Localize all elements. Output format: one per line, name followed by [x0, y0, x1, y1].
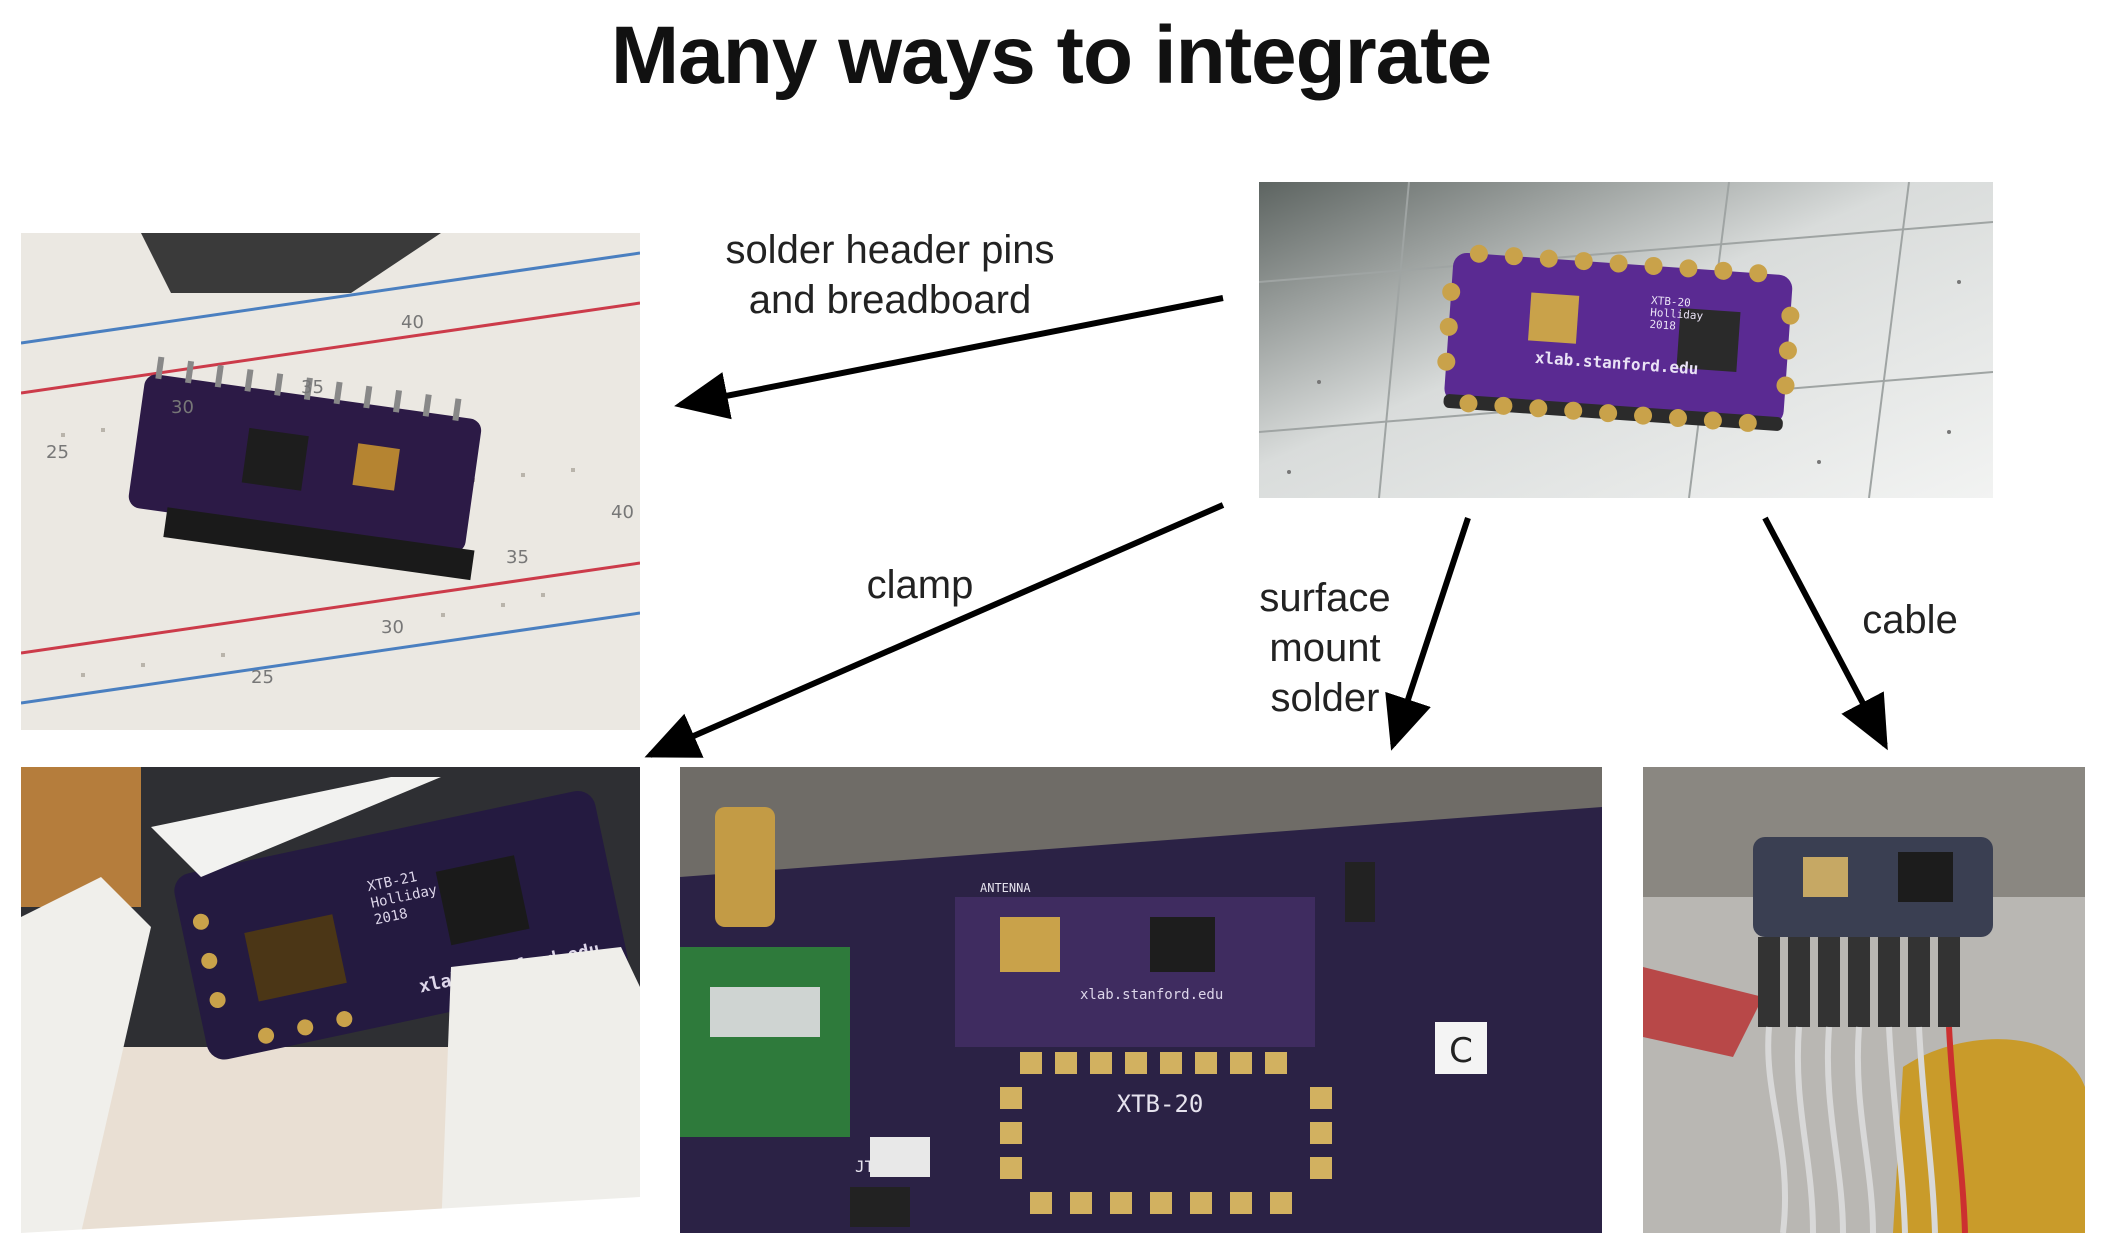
- source-board-year: 2018: [1649, 318, 1676, 333]
- breadboard-number: 25: [46, 442, 69, 463]
- smt-board-url: xlab.stanford.edu: [1080, 987, 1223, 1003]
- label-line: solder header pins: [725, 228, 1055, 272]
- label-line: and breadboard: [748, 278, 1032, 322]
- breadboard-number: 40: [401, 312, 424, 333]
- slide-title: Many ways to integrate: [610, 10, 1492, 101]
- label-line: solder: [1270, 676, 1380, 720]
- breadboard-number: 30: [381, 617, 404, 638]
- source-board-photo: xlab.stanford.edu XTB-20 Holliday 2018: [1259, 182, 1993, 498]
- label-line: clamp: [866, 563, 974, 607]
- breadboard-number: 35: [506, 547, 529, 568]
- label-line: mount: [1269, 626, 1381, 670]
- label-clamp: clamp: [840, 560, 1000, 610]
- breadboard-number: 30: [171, 397, 194, 418]
- source-board-model: XTB-20: [1651, 294, 1692, 310]
- smt-pcb-label: XTB-20: [1117, 1090, 1204, 1118]
- breadboard-number: 25: [251, 667, 274, 688]
- surface-mount-photo: xlab.stanford.edu XTB-20 JTAG ANTENNA C: [680, 767, 1602, 1233]
- breadboard-photo: 25 30 35 40 25 30 35 40: [21, 233, 640, 730]
- breadboard-number: 35: [301, 377, 324, 398]
- smt-c-label: C: [1449, 1031, 1473, 1071]
- cable-photo: [1643, 767, 2085, 1233]
- label-line: cable: [1862, 598, 1958, 642]
- smt-antenna-label: ANTENNA: [980, 881, 1031, 895]
- source-board-author: Holliday: [1650, 306, 1704, 323]
- clamp-board-year: 2018: [373, 906, 409, 929]
- label-cable: cable: [1840, 595, 1980, 645]
- arrow-to-clamp: [644, 502, 1225, 758]
- clamp-photo: XTB-21 Holliday 2018 xlab.stanford.edu: [21, 767, 640, 1233]
- label-line: surface: [1259, 576, 1391, 620]
- label-surface-mount: surface mount solder: [1240, 573, 1410, 723]
- breadboard-number: 40: [611, 502, 634, 523]
- label-header-pins: solder header pins and breadboard: [690, 225, 1090, 325]
